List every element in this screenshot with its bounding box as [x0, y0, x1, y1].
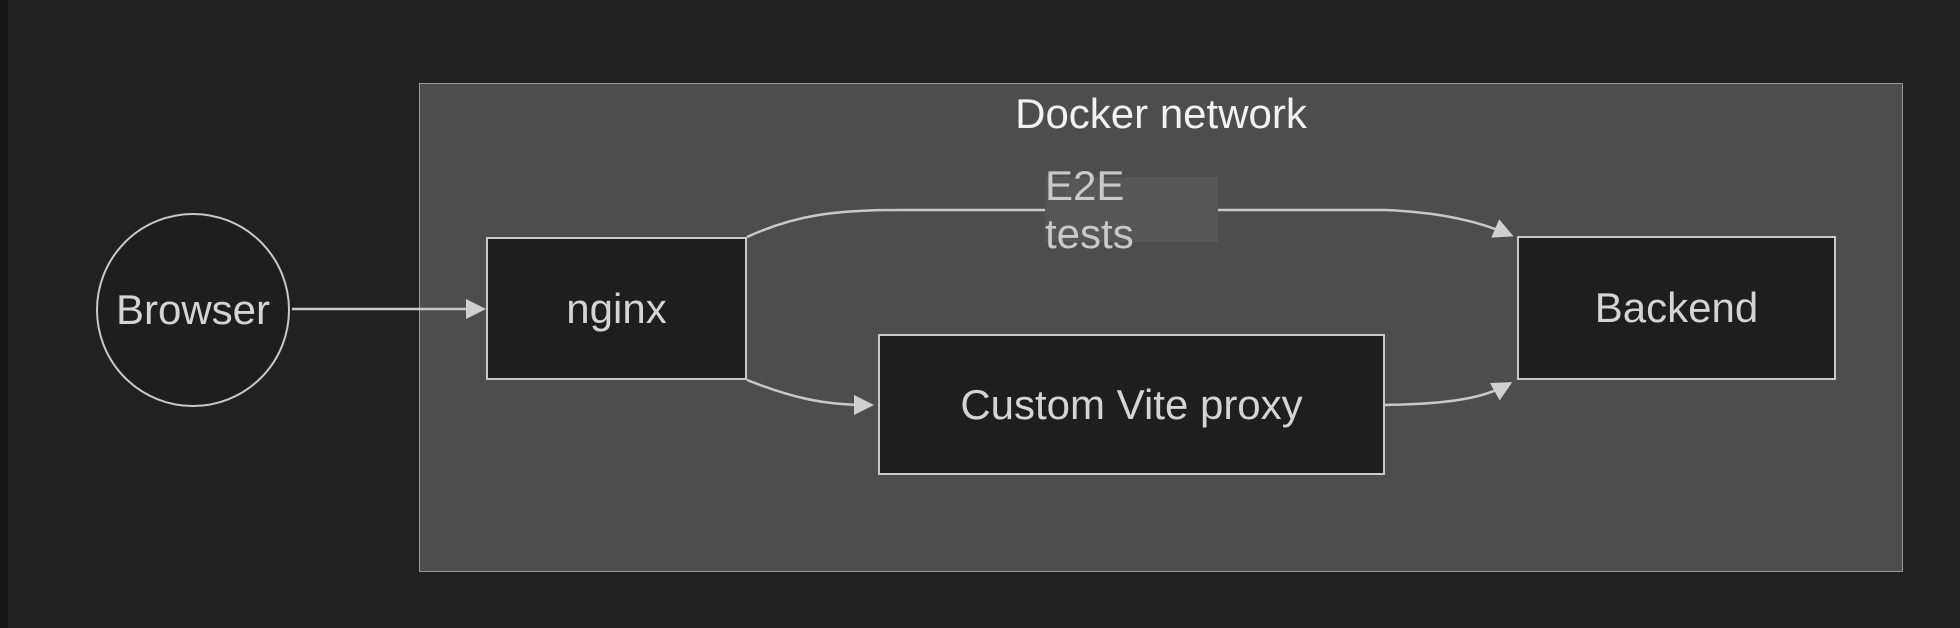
edge-nginx-vite — [746, 378, 874, 415]
window-edge-strip — [0, 0, 8, 628]
node-custom-vite-proxy-label: Custom Vite proxy — [960, 380, 1303, 428]
edge-label-e2e-tests: E2E tests — [1045, 162, 1218, 257]
node-backend: Backend — [1517, 236, 1836, 380]
cluster-title: Docker network — [1015, 90, 1307, 137]
node-browser-label: Browser — [115, 286, 271, 333]
node-nginx: nginx — [486, 237, 747, 380]
edge-nginx-backend-e2e — [746, 208, 1514, 239]
node-nginx-label: nginx — [566, 284, 667, 332]
node-custom-vite-proxy: Custom Vite proxy — [878, 334, 1385, 475]
node-browser: Browser — [96, 213, 290, 407]
edge-vite-backend — [1384, 382, 1513, 407]
node-backend-label: Backend — [1594, 284, 1759, 331]
